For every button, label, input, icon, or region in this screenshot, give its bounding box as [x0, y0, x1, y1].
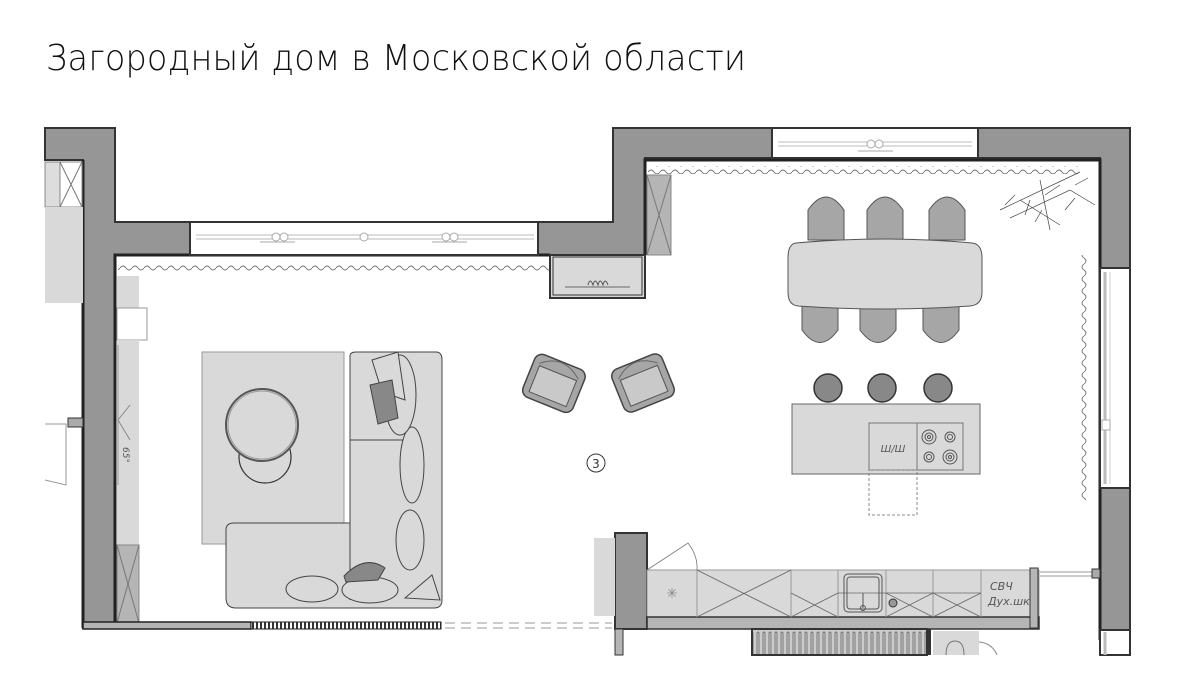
bottom-wall [82, 621, 612, 630]
plant [999, 171, 1096, 231]
curtain-top-right [648, 166, 1078, 174]
corner-sofa [225, 351, 443, 609]
outer-left-room [44, 161, 84, 486]
window-right [1099, 267, 1131, 489]
kitchen-island: Ш/Ш [791, 403, 981, 516]
curtain-top-left [118, 264, 550, 272]
wardrobe-top [646, 174, 672, 256]
cooktop-burners [921, 429, 958, 465]
microwave-label: СВЧ [990, 580, 1013, 593]
lower-rooms [614, 628, 1131, 656]
dining-chairs [801, 196, 966, 343]
fridge-icon: ✳ [666, 586, 678, 602]
dispenser-icon [888, 598, 898, 608]
wardrobe-left: 65° [116, 276, 148, 624]
fireplace [549, 254, 646, 299]
room-number: 3 [592, 457, 600, 471]
door-right [1040, 568, 1101, 579]
armchair-left [521, 353, 586, 414]
coffee-tables [225, 388, 299, 484]
bar-stools [813, 373, 953, 403]
room-number-marker: 3 [586, 453, 606, 473]
window-top-right [771, 127, 979, 159]
oven-label: Дух.шк [987, 595, 1030, 608]
curtain-right [1080, 255, 1088, 500]
angle-label: 65° [120, 447, 130, 463]
kitchen-counter: ✳ СВЧ Дух.шк [594, 538, 1040, 630]
dining-table [787, 238, 983, 310]
dishwasher-label: Ш/Ш [881, 444, 906, 455]
armchair-right [611, 353, 675, 413]
page-title: Загородный дом в Московской области [46, 38, 747, 79]
sink [843, 573, 883, 613]
window-top-left [189, 221, 539, 256]
